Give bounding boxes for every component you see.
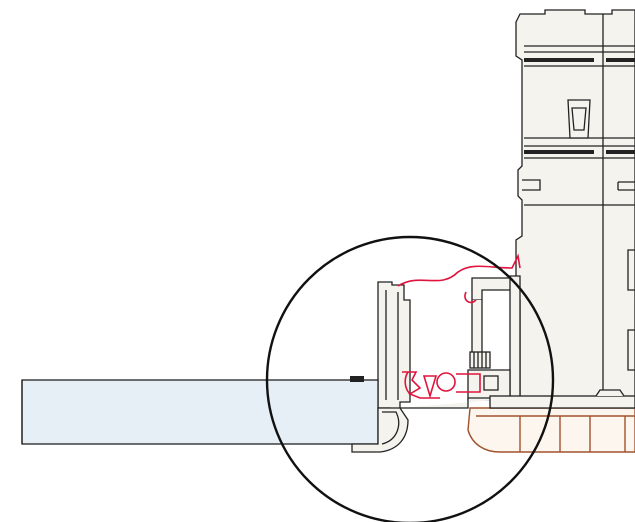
strip-body xyxy=(489,395,635,409)
sash-inner-wall xyxy=(385,290,399,400)
sash-profile xyxy=(377,275,521,413)
frame-notch-1 xyxy=(627,249,635,291)
gasket-ring xyxy=(436,372,456,392)
gasket-bottom-left xyxy=(402,371,440,399)
locking-block xyxy=(483,375,499,391)
screw-thread xyxy=(473,352,487,368)
sash-right-wall xyxy=(509,275,521,401)
frame-stripe-3 xyxy=(524,150,594,154)
gasket-top xyxy=(397,253,521,287)
gasket-top-hook xyxy=(464,291,477,304)
glazing-bead xyxy=(351,407,409,453)
sash-upper-chamber xyxy=(471,277,515,301)
glass-pane xyxy=(21,376,379,445)
sill-element xyxy=(467,407,635,453)
frame-stripe-4 xyxy=(606,150,635,154)
frame-notch-2 xyxy=(627,329,635,371)
frame-clip-inner xyxy=(571,107,587,131)
glass-body xyxy=(21,379,379,445)
gaskets xyxy=(397,253,521,399)
frame-stripe-2 xyxy=(606,58,635,62)
frame-tab-left xyxy=(522,179,541,191)
base-strip xyxy=(489,389,635,409)
sill-ribs xyxy=(519,416,626,452)
sash-post xyxy=(471,300,483,361)
frame-band-top xyxy=(524,45,635,67)
gasket-bulb xyxy=(422,375,438,399)
sash-outline xyxy=(377,281,411,413)
strip-cap xyxy=(595,389,625,397)
hardware xyxy=(469,351,499,391)
bead-inner xyxy=(381,411,400,445)
detail-circle xyxy=(265,235,555,522)
gasket-bottom-right xyxy=(456,373,481,393)
screw-block xyxy=(469,351,491,369)
frame-tab-right xyxy=(617,181,635,191)
sill-outline xyxy=(467,407,635,453)
frame-profile xyxy=(515,9,635,401)
frame-stripe-1 xyxy=(524,58,594,62)
glass-seal-top xyxy=(350,376,364,382)
gasket-tail xyxy=(404,371,411,395)
